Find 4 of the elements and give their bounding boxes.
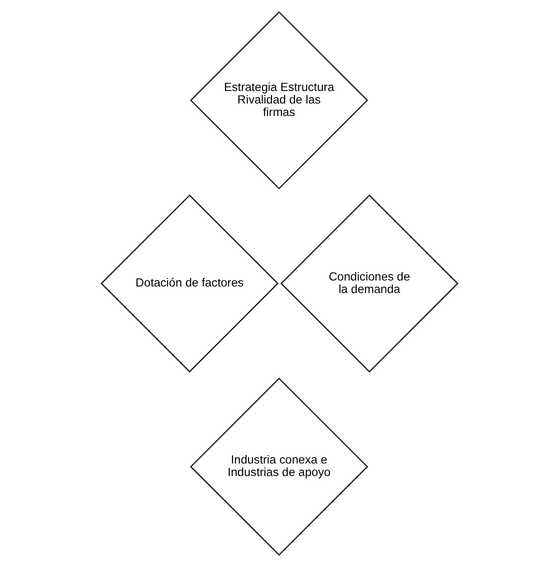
node-diamond: Condiciones de la demanda [280,194,459,373]
node-diamond: Dotación de factores [100,194,279,373]
node-diamond: Estrategia Estructura Rivalidad de las firmas [190,11,368,190]
node-diamond: Industria conexa e Industrias de apoyo [190,378,368,556]
